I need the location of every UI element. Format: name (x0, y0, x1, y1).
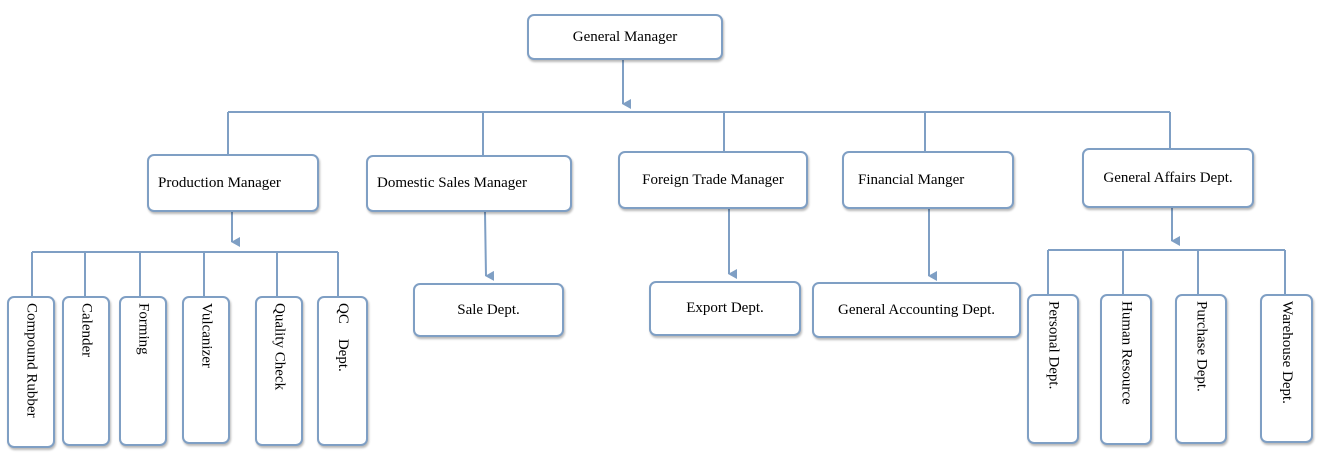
general-manager-box: General Manager (527, 14, 723, 60)
warehouse-dept-box: Warehouse Dept. (1260, 294, 1313, 443)
compound-rubber-label: Compound Rubber (23, 303, 40, 418)
calender-label: Calender (78, 303, 95, 358)
foreign-trade-manager-label: Foreign Trade Manager (642, 171, 784, 188)
human-resource-box: Human Resource (1100, 294, 1152, 445)
domestic-sales-manager-box: Domestic Sales Manager (366, 155, 572, 212)
general-manager-label: General Manager (572, 28, 678, 45)
general-accounting-dept-label: General Accounting Dept. (837, 301, 996, 318)
purchase-dept-label: Purchase Dept. (1193, 301, 1210, 392)
quality-check-box: Quality Check (255, 296, 303, 446)
personal-dept-box: Personal Dept. (1027, 294, 1079, 444)
compound-rubber-box: Compound Rubber (7, 296, 55, 448)
forming-box: Forming (119, 296, 167, 446)
qc-dept-box: QC Dept. (317, 296, 368, 446)
warehouse-dept-label: Warehouse Dept. (1279, 301, 1295, 404)
export-dept-box: Export Dept. (649, 281, 801, 336)
domestic-sales-manager-label: Domestic Sales Manager (377, 175, 527, 191)
sale-dept-box: Sale Dept. (413, 283, 564, 337)
sale-dept-label: Sale Dept. (457, 301, 520, 318)
human-resource-label: Human Resource (1118, 301, 1135, 405)
vulcanizer-box: Vulcanizer (182, 296, 230, 444)
production-manager-label: Production Manager (158, 174, 281, 191)
production-manager-box: Production Manager (147, 154, 319, 212)
calender-box: Calender (62, 296, 110, 446)
qc-dept-label: QC Dept. (335, 303, 351, 372)
general-affairs-box: General Affairs Dept. (1082, 148, 1254, 208)
financial-manager-label: Financial Manger (858, 171, 965, 188)
general-accounting-dept-box: General Accounting Dept. (812, 282, 1021, 338)
export-dept-label: Export Dept. (686, 300, 764, 316)
personal-dept-label: Personal Dept. (1045, 301, 1062, 390)
vulcanizer-label: Vulcanizer (198, 303, 215, 368)
financial-manager-box: Financial Manger (842, 151, 1014, 209)
quality-check-label: Quality Check (271, 303, 288, 391)
general-affairs-label: General Affairs Dept. (1103, 169, 1233, 186)
foreign-trade-manager-box: Foreign Trade Manager (618, 151, 808, 209)
forming-label: Forming (135, 303, 152, 355)
purchase-dept-box: Purchase Dept. (1175, 294, 1227, 444)
